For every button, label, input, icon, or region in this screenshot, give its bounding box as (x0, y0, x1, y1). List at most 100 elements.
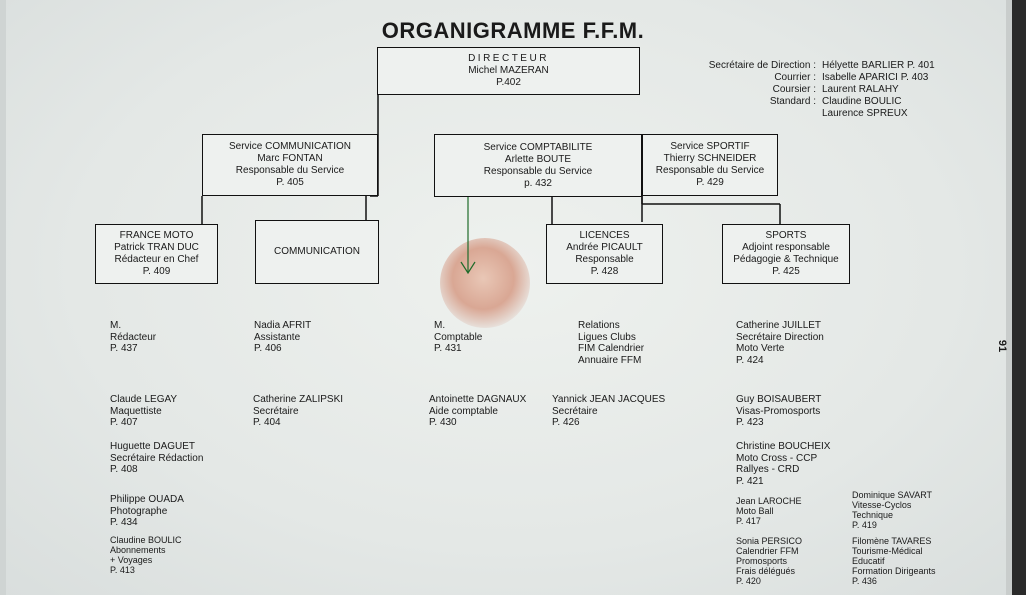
page-fold (1006, 0, 1012, 595)
unit-role: Rédacteur en Chef (114, 254, 199, 265)
secretariat-name: Hélyette BARLIER P. 401 (822, 60, 935, 71)
role-label (694, 108, 816, 120)
unit-phone: P. 409 (142, 266, 171, 277)
staff-role: Rallyes - CRD (736, 464, 800, 475)
staff-name: Dominique SAVART (852, 490, 933, 500)
staff-entry: Christine BOUCHEIX Moto Cross - CCP Rall… (736, 441, 830, 487)
staff-entry: Relations Ligues Clubs FIM Calendrier An… (578, 320, 644, 366)
service-role: Responsable du Service (483, 165, 593, 177)
staff-name: M. (110, 320, 122, 331)
staff-name: Catherine ZALIPSKI (253, 394, 344, 405)
staff-entry: Jean LAROCHE Moto Ball P. 417 (736, 496, 802, 526)
service-role: Responsable du Service (235, 165, 345, 176)
portrait-photo (440, 238, 530, 328)
service-head: Thierry SCHNEIDER (663, 153, 757, 164)
staff-entry: Catherine ZALIPSKI Secrétaire P. 404 (253, 394, 343, 429)
service-title: Service COMPTABILITE (483, 141, 593, 153)
staff-role: Calendrier FFM (736, 546, 799, 556)
staff-name: Filomène TAVARES (852, 536, 932, 546)
staff-name: Nadia AFRIT (254, 320, 312, 331)
staff-name: Christine BOUCHEIX (736, 441, 831, 452)
staff-phone: P. 419 (852, 520, 877, 530)
staff-name: Catherine JUILLET (736, 320, 822, 331)
unit-sports-box: SPORTS Adjoint responsable Pédagogie & T… (722, 224, 850, 284)
service-phone: P. 405 (276, 177, 304, 188)
staff-role: Formation Dirigeants (852, 566, 936, 576)
staff-phone: P. 406 (254, 343, 282, 354)
unit-head: Adjoint responsable (742, 242, 830, 253)
staff-name: Huguette DAGUET (110, 441, 196, 452)
staff-entry: Nadia AFRIT Assistante P. 406 (254, 320, 311, 355)
staff-role: Abonnements (110, 545, 166, 555)
service-communication-box: Service COMMUNICATION Marc FONTAN Respon… (202, 134, 378, 196)
staff-role: Frais délégués (736, 566, 796, 576)
staff-phone: P. 434 (110, 517, 138, 528)
service-sportif-box: Service SPORTIF Thierry SCHNEIDER Respon… (642, 134, 778, 196)
unit-phone: P. 425 (772, 266, 800, 277)
staff-name: Sonia PERSICO (736, 536, 803, 546)
staff-entry: Huguette DAGUET Secrétaire Rédaction P. … (110, 441, 203, 476)
staff-name: M. (434, 320, 446, 331)
secretariat-names: Hélyette BARLIER P. 401 Isabelle APARICI… (822, 60, 935, 120)
director-name: Michel MAZERAN (468, 65, 549, 76)
staff-phone: P. 423 (736, 417, 764, 428)
unit-title: COMMUNICATION (274, 246, 360, 257)
staff-role: Secrétaire (552, 405, 598, 417)
staff-role: FIM Calendrier (578, 343, 645, 354)
staff-entry: M. Comptable P. 431 (434, 320, 482, 355)
service-comptabilite-box: Service COMPTABILITE Arlette BOUTE Respo… (434, 134, 642, 197)
staff-entry: M. Rédacteur P. 437 (110, 320, 156, 355)
staff-name: Yannick JEAN JACQUES (552, 394, 666, 405)
staff-phone: P. 404 (253, 417, 281, 428)
unit-role: Responsable (575, 254, 634, 265)
staff-role: Promosports (736, 556, 788, 566)
page-title: ORGANIGRAMME F.F.M. (381, 18, 645, 43)
secretariat-name: Laurent RALAHY (822, 84, 899, 95)
staff-entry: Claudine BOULIC Abonnements + Voyages P.… (110, 535, 182, 575)
staff-entry: Philippe OUADA Photographe P. 434 (110, 494, 184, 529)
service-phone: P. 429 (696, 177, 724, 188)
secretariat-name: Isabelle APARICI P. 403 (822, 72, 929, 83)
service-title: Service COMMUNICATION (228, 141, 352, 152)
staff-role: Vitesse-Cyclos (852, 500, 912, 510)
staff-role: Relations (578, 320, 620, 331)
staff-name: Guy BOISAUBERT (736, 394, 822, 405)
service-phone: p. 432 (524, 177, 552, 189)
role-label: Standard : (769, 96, 816, 107)
staff-phone: P. 420 (736, 576, 761, 586)
staff-name: Philippe OUADA (110, 494, 184, 505)
staff-entry: Catherine JUILLET Secrétaire Direction M… (736, 320, 824, 366)
service-role: Responsable du Service (655, 165, 765, 176)
page-right-edge (1012, 0, 1026, 595)
secretariat-roles: Secrétaire de Direction : Courrier : Cou… (694, 60, 816, 120)
staff-phone: P. 437 (110, 343, 138, 354)
staff-phone: P. 424 (736, 354, 764, 366)
unit-phone: P. 428 (590, 266, 619, 277)
page-number: 91 (995, 339, 1008, 353)
staff-phone: P. 436 (852, 576, 877, 586)
staff-entry: Claude LEGAY Maquettiste P. 407 (110, 394, 177, 429)
staff-name: Claudine BOULIC (110, 535, 182, 545)
unit-france-moto-box: FRANCE MOTO Patrick TRAN DUC Rédacteur e… (95, 224, 218, 284)
staff-entry: Antoinette DAGNAUX Aide comptable P. 430 (429, 394, 526, 429)
staff-role: Secrétaire Direction (736, 331, 824, 343)
staff-phone: P. 413 (110, 565, 135, 575)
role-label: Courrier : (774, 72, 816, 83)
staff-role: Ligues Clubs (578, 331, 636, 343)
staff-role: Moto Cross - CCP (736, 452, 818, 464)
staff-role: Photographe (110, 505, 168, 517)
staff-role: Tourisme-Médical (852, 546, 923, 556)
staff-role: Moto Ball (736, 506, 774, 516)
staff-role: Moto Verte (736, 343, 785, 354)
staff-role: Comptable (434, 331, 483, 343)
staff-phone: P. 430 (429, 417, 457, 428)
staff-entry: Yannick JEAN JACQUES Secrétaire P. 426 (552, 394, 665, 429)
service-head: Marc FONTAN (257, 153, 323, 164)
staff-phone: P. 421 (736, 475, 764, 487)
staff-name: Antoinette DAGNAUX (429, 394, 527, 405)
staff-role: Maquettiste (110, 405, 162, 417)
service-head: Arlette BOUTE (504, 153, 572, 165)
staff-phone: P. 417 (736, 516, 761, 526)
director-phone: P.402 (496, 77, 521, 88)
staff-phone: P. 407 (110, 417, 138, 428)
